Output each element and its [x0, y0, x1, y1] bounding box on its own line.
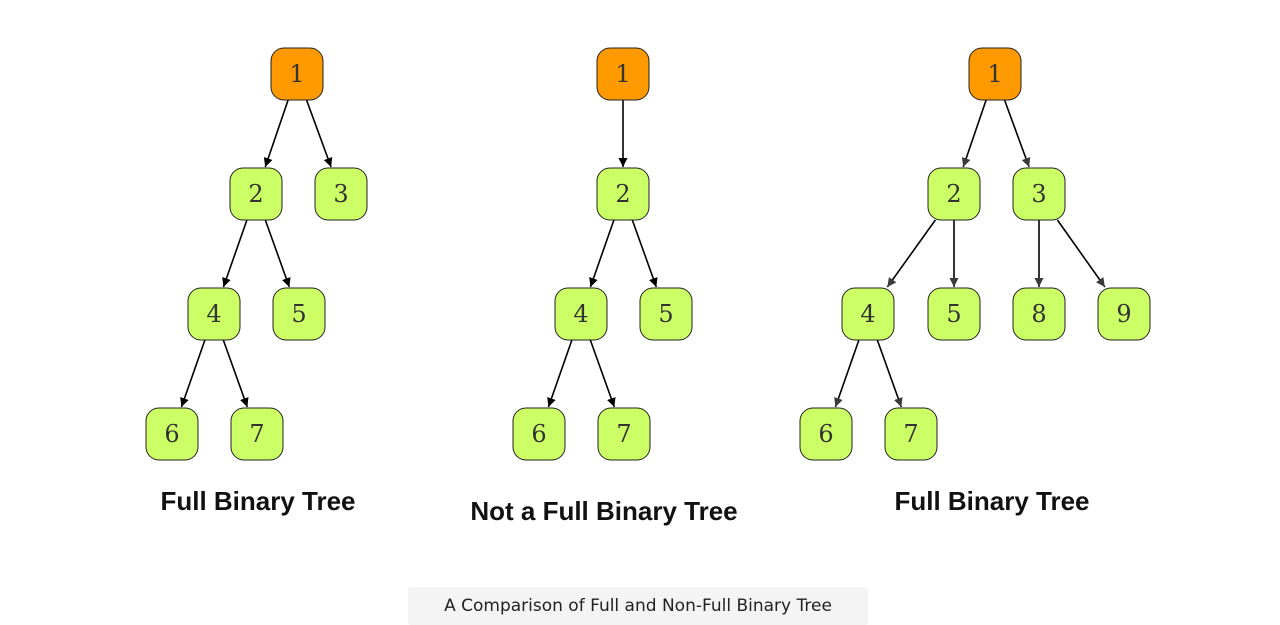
node-label: 1	[987, 60, 1002, 88]
edge-1-to-3	[1003, 99, 1031, 168]
node-box	[927, 167, 981, 221]
node-box	[597, 407, 651, 461]
node-box	[512, 407, 566, 461]
node-2: 2	[229, 167, 283, 221]
node-box	[799, 407, 853, 461]
binary-tree-comparison-diagram: 1 2 3 4 5 6 7 1 2 4 5 6 7 1 2 3 4 5 8 9 6 7 Full Binary Tre…	[145, 47, 1151, 526]
node-box	[187, 287, 241, 341]
edge-3-to-9	[1056, 219, 1106, 288]
node-label: 1	[615, 60, 630, 88]
node-box	[554, 287, 608, 341]
node-label: 3	[1031, 180, 1046, 208]
node-label: 6	[164, 420, 179, 448]
tree-full-binary-right: 1 2 3 4 5 8 9 6 7	[799, 47, 1151, 461]
node-box	[1012, 287, 1066, 341]
node-box	[1012, 167, 1066, 221]
node-5: 5	[927, 287, 981, 341]
node-box	[272, 287, 326, 341]
edges	[834, 99, 1106, 408]
node-label: 7	[616, 420, 631, 448]
node-4: 4	[841, 287, 895, 341]
node-label: 7	[249, 420, 264, 448]
edge-1-to-2	[961, 99, 987, 168]
node-box	[927, 287, 981, 341]
node-1: 1	[968, 47, 1022, 101]
node-label: 2	[615, 180, 630, 208]
edge-2-to-5	[264, 219, 291, 288]
tree-full-binary-left: 1 2 3 4 5 6 7	[145, 47, 368, 461]
node-label: 3	[333, 180, 348, 208]
node-box	[1097, 287, 1151, 341]
tree-caption-not-full-binary: Not a Full Binary Tree	[470, 496, 737, 526]
node-1: 1	[270, 47, 324, 101]
node-box	[639, 287, 693, 341]
node-label: 5	[658, 300, 673, 328]
node-label: 5	[946, 300, 961, 328]
figure-caption: A Comparison of Full and Non-Full Binary…	[408, 587, 868, 625]
edge-4-to-6	[180, 339, 206, 408]
node-label: 4	[573, 300, 588, 328]
node-label: 4	[860, 300, 875, 328]
edge-2-to-4	[222, 219, 248, 288]
edge-4-to-6	[547, 339, 573, 408]
node-4: 4	[554, 287, 608, 341]
node-box	[596, 167, 650, 221]
node-4: 4	[187, 287, 241, 341]
node-label: 1	[289, 60, 304, 88]
node-5: 5	[272, 287, 326, 341]
node-label: 7	[903, 420, 918, 448]
node-box	[314, 167, 368, 221]
node-box	[145, 407, 199, 461]
node-box	[841, 287, 895, 341]
node-9: 9	[1097, 287, 1151, 341]
tree-caption-full-binary-left: Full Binary Tree	[160, 486, 355, 516]
node-label: 6	[531, 420, 546, 448]
node-label: 9	[1116, 300, 1131, 328]
edge-1-to-3	[305, 99, 333, 168]
node-6: 6	[145, 407, 199, 461]
node-box	[884, 407, 938, 461]
node-5: 5	[639, 287, 693, 341]
node-label: 5	[291, 300, 306, 328]
root-node-box	[596, 47, 650, 101]
node-7: 7	[597, 407, 651, 461]
edge-2-to-4	[886, 219, 937, 288]
edge-4-to-6	[834, 339, 860, 408]
edge-4-to-7	[876, 339, 903, 408]
edge-1-to-2	[263, 99, 289, 168]
node-3: 3	[1012, 167, 1066, 221]
tree-not-full-binary-middle: 1 2 4 5 6 7	[512, 47, 693, 461]
node-2: 2	[927, 167, 981, 221]
node-label: 2	[248, 180, 263, 208]
node-label: 6	[818, 420, 833, 448]
edge-4-to-7	[589, 339, 616, 408]
node-6: 6	[512, 407, 566, 461]
edge-2-to-4	[589, 219, 615, 288]
edge-2-to-5	[631, 219, 658, 288]
tree-caption-full-binary-right: Full Binary Tree	[894, 486, 1089, 516]
edges	[180, 99, 333, 408]
node-label: 8	[1031, 300, 1046, 328]
edges	[547, 100, 658, 408]
edge-4-to-7	[222, 339, 249, 408]
node-box	[230, 407, 284, 461]
node-label: 4	[206, 300, 221, 328]
node-6: 6	[799, 407, 853, 461]
node-7: 7	[884, 407, 938, 461]
node-3: 3	[314, 167, 368, 221]
node-1: 1	[596, 47, 650, 101]
root-node-box	[270, 47, 324, 101]
node-label: 2	[946, 180, 961, 208]
node-box	[229, 167, 283, 221]
root-node-box	[968, 47, 1022, 101]
node-8: 8	[1012, 287, 1066, 341]
node-7: 7	[230, 407, 284, 461]
node-2: 2	[596, 167, 650, 221]
